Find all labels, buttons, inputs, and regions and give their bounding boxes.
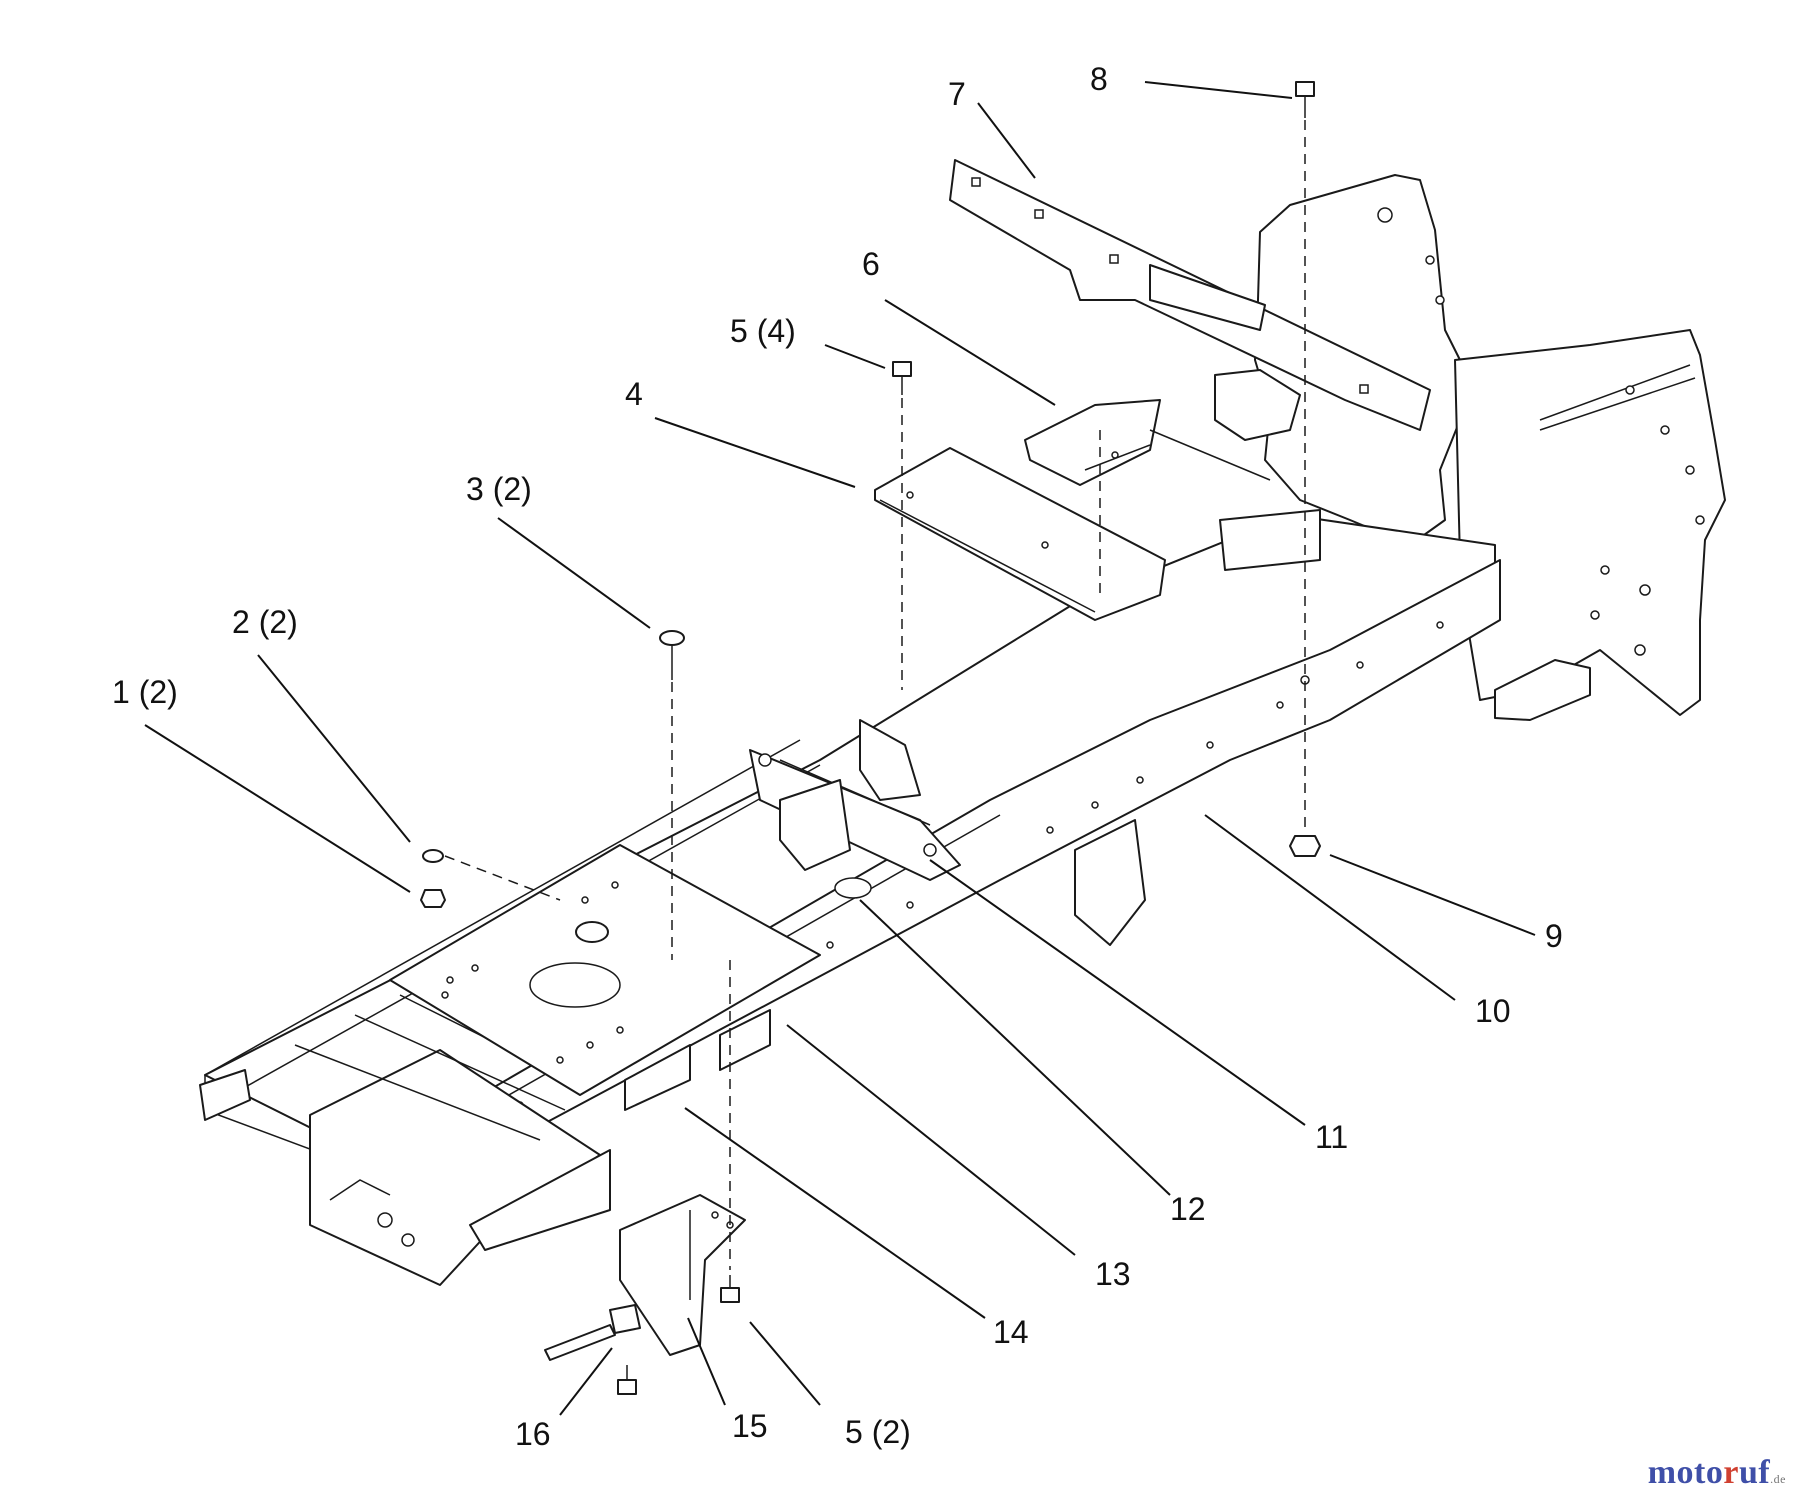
part-15-bracket xyxy=(544,1194,746,1361)
part-4-mount-plate xyxy=(874,447,1166,621)
callout-2: 2 (2) xyxy=(232,604,298,640)
leader-lines xyxy=(144,81,1536,1416)
callout-15: 15 xyxy=(732,1408,768,1444)
watermark-suffix: .de xyxy=(1770,1472,1786,1486)
callout-5-bottom: 5 (2) xyxy=(845,1414,911,1450)
callout-3: 3 (2) xyxy=(466,471,532,507)
part-6-bracket xyxy=(1024,399,1161,486)
pivot-bracket xyxy=(749,719,1146,946)
callout-9: 9 xyxy=(1545,918,1563,954)
part-7-strap xyxy=(949,159,1431,431)
rear-tunnel xyxy=(1149,369,1321,571)
callout-1: 1 (2) xyxy=(112,674,178,710)
floor-plate xyxy=(389,844,821,1111)
watermark-part-b: r xyxy=(1723,1454,1739,1491)
watermark-logo: motoruf.de xyxy=(1648,1454,1786,1492)
callout-4: 4 xyxy=(625,376,643,412)
callout-8: 8 xyxy=(1090,61,1108,97)
watermark-part-a: moto xyxy=(1647,1454,1724,1491)
watermark-part-c: uf xyxy=(1738,1454,1771,1491)
fasteners xyxy=(420,81,1321,1395)
callout-7: 7 xyxy=(948,76,966,112)
callout-5-top: 5 (4) xyxy=(730,313,796,349)
callout-6: 6 xyxy=(862,246,880,282)
rear-frame-plate xyxy=(1254,174,1726,721)
callout-10: 10 xyxy=(1475,993,1511,1029)
callout-16: 16 xyxy=(515,1416,551,1452)
callout-labels: 1 (2) 2 (2) 3 (2) 4 5 (4) 6 7 8 9 10 11 … xyxy=(112,61,1563,1452)
callout-11: 11 xyxy=(1315,1119,1348,1155)
alignment-lines xyxy=(444,120,1306,1270)
callout-12: 12 xyxy=(1170,1191,1206,1227)
callout-13: 13 xyxy=(1095,1256,1131,1292)
callout-14: 14 xyxy=(993,1314,1029,1350)
